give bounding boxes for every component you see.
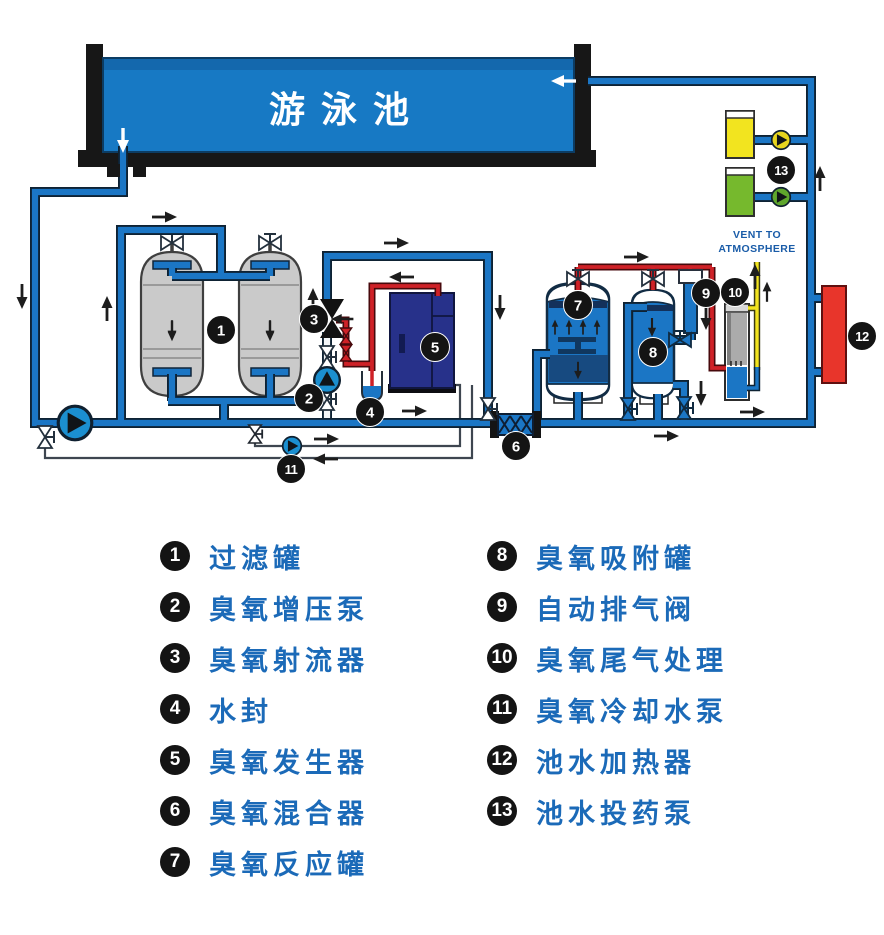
legend-label: 臭氧混合器 [209,798,369,829]
diagram-badge-13: 13 [766,155,796,185]
svg-text:3: 3 [310,312,318,329]
legend-label: 池水投药泵 [536,798,696,829]
ozone-mixer [490,411,541,438]
pool-frame-left [86,44,103,167]
vent-to-atmosphere-label: VENT TO [733,229,781,241]
legend-badge: 2 [160,592,190,622]
main-circulation-pump [56,404,94,442]
svg-text:2: 2 [305,391,313,408]
legend-label: 过滤罐 [209,543,305,574]
ozone-injector [320,299,355,338]
svg-text:9: 9 [702,286,710,303]
dosing-station [725,110,792,217]
pool-water [102,57,575,153]
legend-badge: 5 [160,745,190,775]
chemical-tank-yellow [725,110,755,159]
filter-tank-a [141,234,203,396]
pool-frame-right [574,44,591,167]
process-diagram: 游泳池 [15,44,877,484]
diagram-badge-10: 10 [720,277,750,307]
legend-badge: 7 [160,847,190,877]
legend-item: 13 池水投药泵 [487,796,728,829]
legend-item: 7 臭氧反应罐 [160,847,369,880]
diagram-badge-8: 8 [638,337,668,367]
legend-badge: 3 [160,643,190,673]
svg-text:4: 4 [366,405,375,422]
pool-water-shade [104,59,573,70]
ozone-check-valve [339,344,353,362]
legend-label: 臭氧吸附罐 [536,543,696,574]
diagram-badge-7: 7 [563,290,593,320]
vent-pipe [747,262,761,392]
legend-badge: 13 [487,796,517,826]
drain-collar [107,164,120,177]
legend-item: 1 过滤罐 [160,541,369,574]
legend-item: 2 臭氧增压泵 [160,592,369,625]
svg-text:8: 8 [649,345,657,362]
legend-badge: 10 [487,643,517,673]
legend-label: 臭氧发生器 [209,747,369,778]
svg-text:7: 7 [574,298,582,315]
legend-item: 9 自动排气阀 [487,592,728,625]
legend-label: 水封 [209,696,273,727]
pool-water-heater [821,285,847,384]
legend-item: 11 臭氧冷却水泵 [487,694,728,727]
legend-label: 臭氧冷却水泵 [536,696,728,727]
svg-text:1: 1 [217,323,225,340]
legend-label: 自动排气阀 [536,594,696,625]
legend-label: 臭氧尾气处理 [536,645,728,676]
svg-text:10: 10 [728,285,742,300]
legend-badge: 6 [160,796,190,826]
drain-collar [133,164,146,177]
offgas-treatment-column [724,303,750,401]
legend-item: 6 臭氧混合器 [160,796,369,829]
legend-label: 池水加热器 [536,747,696,778]
diagram-badge-4: 4 [355,397,385,427]
diagram-badge-5: 5 [420,332,450,362]
pool-frame-bottom [78,150,596,167]
swimming-pool: 游泳池 [78,44,596,167]
svg-text:12: 12 [855,329,869,344]
filter-tank-b [239,234,301,396]
legend-item: 4 水封 [160,694,369,727]
diagram-badge-11: 11 [276,454,306,484]
water-seal [361,371,383,401]
diagram-badge-9: 9 [691,278,721,308]
svg-text:6: 6 [512,439,520,456]
legend-badge: 1 [160,541,190,571]
ozone-cooling-pump [281,435,303,457]
dosing-pump-green [770,186,792,208]
legend-badge: 9 [487,592,517,622]
vent-to-atmosphere-label2: ATMOSPHERE [718,243,795,255]
legend-label: 臭氧射流器 [209,645,369,676]
diagram-badge-3: 3 [299,304,329,334]
diagram-badge-12: 12 [847,321,877,351]
legend-item: 5 臭氧发生器 [160,745,369,778]
svg-text:13: 13 [774,163,788,178]
legend-badge: 11 [487,694,517,724]
diagram-badge-1: 1 [206,315,236,345]
svg-text:11: 11 [285,462,298,477]
diagram-badge-2: 2 [294,383,324,413]
legend-badge: 12 [487,745,517,775]
legend-badge: 4 [160,694,190,724]
legend-item: 10 臭氧尾气处理 [487,643,728,676]
legend-label: 臭氧增压泵 [209,594,369,625]
legend-label: 臭氧反应罐 [209,849,369,880]
legend-column-left: 1 过滤罐 2 臭氧增压泵 3 臭氧射流器 4 水封 5 臭氧发生器 6 臭氧混合器 7 臭氧… [160,541,369,898]
legend-item: 3 臭氧射流器 [160,643,369,676]
svg-text:5: 5 [431,340,439,357]
legend-item: 12 池水加热器 [487,745,728,778]
diagram-badge-6: 6 [501,431,531,461]
pool-title: 游泳池 [269,89,425,130]
legend-badge: 8 [487,541,517,571]
dosing-pump-yellow [770,129,792,151]
legend-item: 8 臭氧吸附罐 [487,541,728,574]
